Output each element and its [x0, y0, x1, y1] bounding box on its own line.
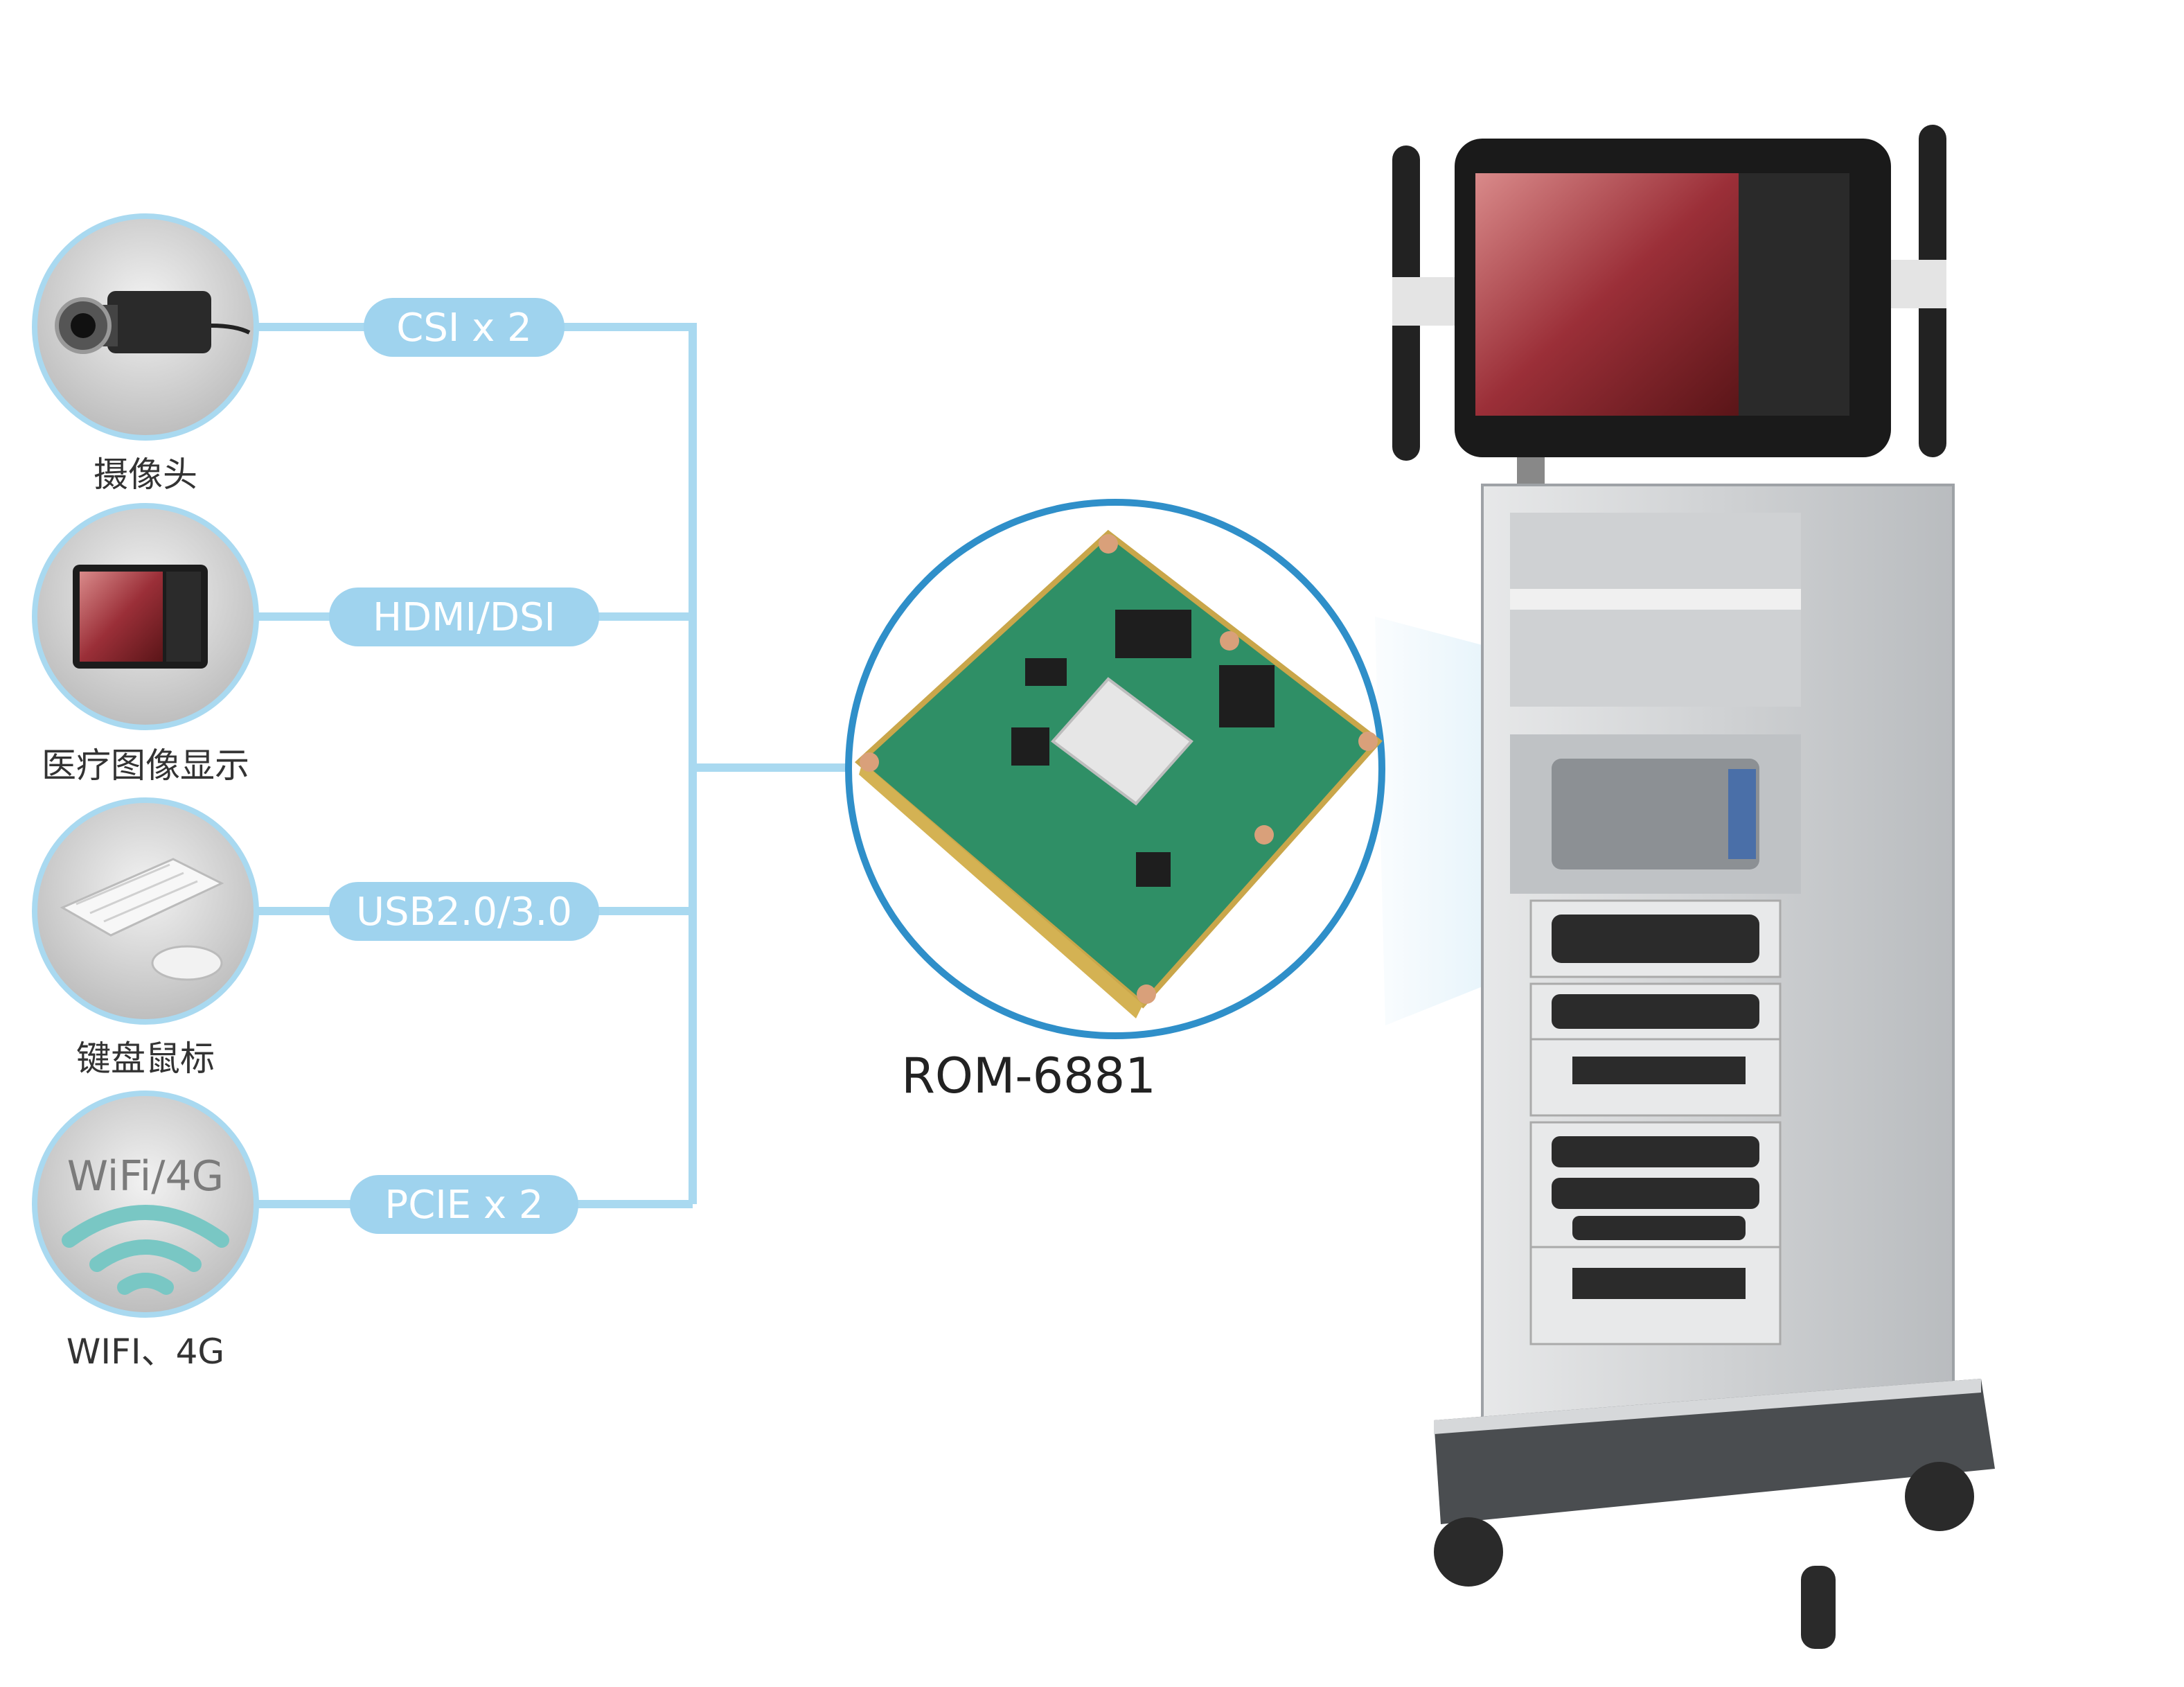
module-callout: ROM-6881 — [845, 499, 1385, 1104]
interface-item: USB2.0/3.0 键盘鼠标 — [32, 797, 599, 1079]
connector-lines — [249, 323, 852, 1208]
interface-item: HDMI/DSI 医疗图像显示 — [32, 503, 599, 786]
interface-pill — [350, 1175, 578, 1234]
interface-item: WiFi/4G PCIE x 2 WIFI、4G — [32, 1090, 578, 1372]
medical-monitor-icon — [73, 565, 208, 669]
interface-label: PCIE x 2 — [384, 1183, 543, 1228]
medical-cart-icon — [1392, 125, 1995, 1649]
interface-pill — [329, 588, 599, 646]
wifi-icon-text: WiFi/4G — [67, 1152, 224, 1201]
interface-pill — [364, 298, 565, 357]
camera-icon — [55, 291, 251, 354]
interface-label: CSI x 2 — [396, 306, 532, 351]
keyboard-mouse-icon — [60, 858, 224, 981]
interface-item: CSI x 2 摄像头 — [32, 213, 565, 495]
module-label: ROM-6881 — [901, 1048, 1156, 1104]
wifi-icon — [62, 1205, 229, 1295]
interface-caption: 键盘鼠标 — [76, 1039, 215, 1079]
interface-caption: WIFI、4G — [66, 1332, 224, 1372]
interface-pill — [329, 882, 599, 941]
interface-caption: 摄像头 — [94, 454, 197, 495]
interface-label: HDMI/DSI — [373, 595, 556, 640]
interface-label: USB2.0/3.0 — [356, 890, 572, 935]
interface-caption: 医疗图像显示 — [42, 745, 249, 786]
som-board-icon — [854, 529, 1383, 1018]
icon-circle — [32, 1090, 259, 1318]
